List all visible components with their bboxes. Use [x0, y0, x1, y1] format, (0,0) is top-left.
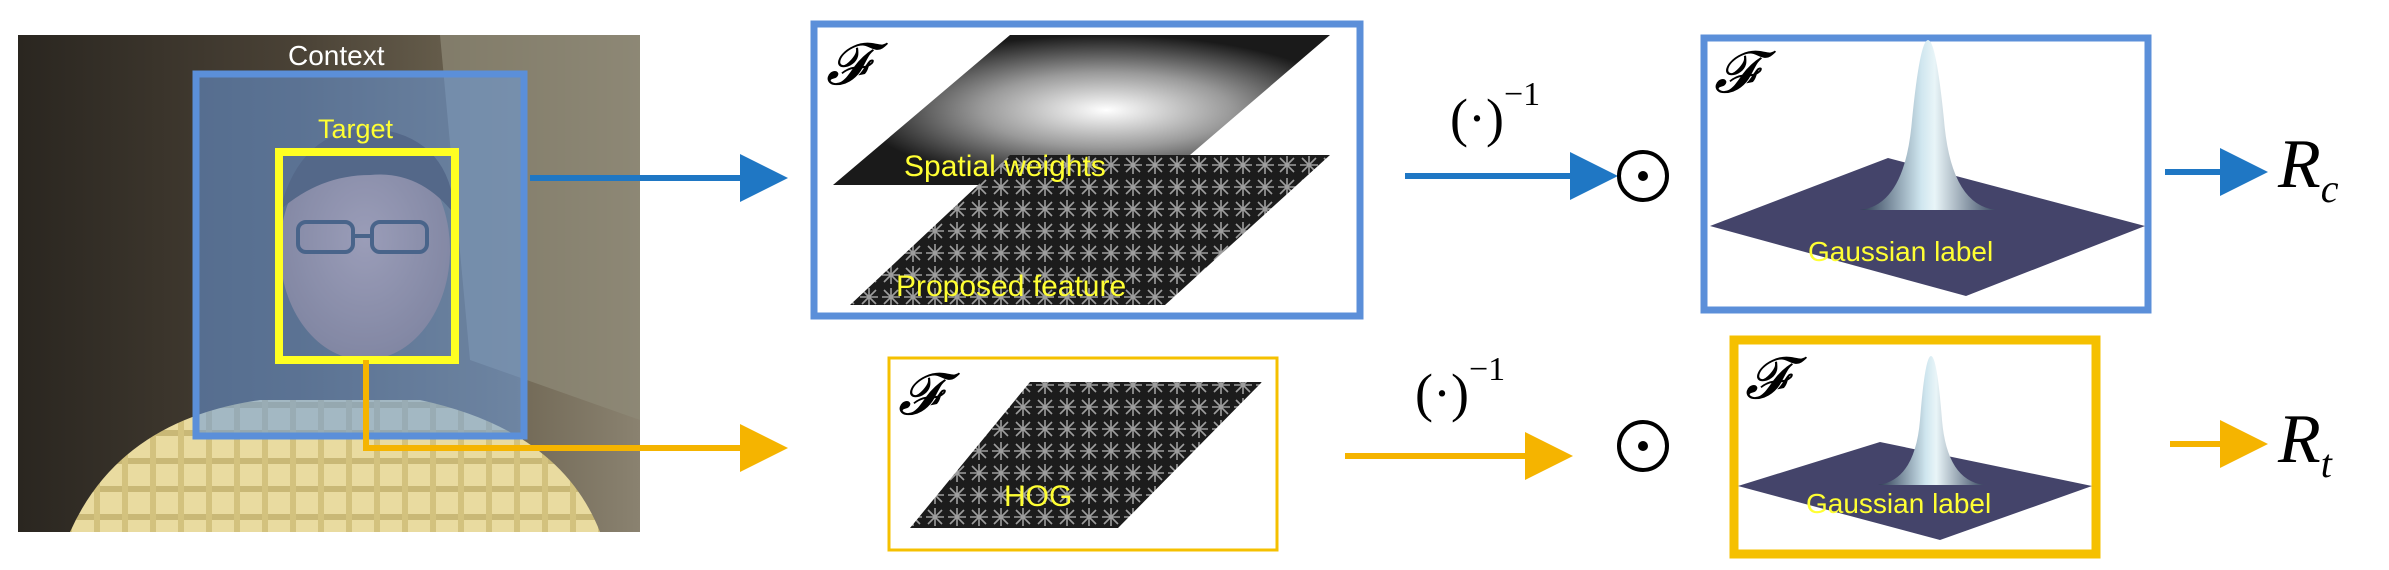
- elementwise-product-top-icon: [1617, 150, 1669, 202]
- hog-plane: [910, 382, 1262, 528]
- gaussian-plane-bottom: [1738, 442, 2092, 540]
- output-rt: Rt: [2278, 401, 2332, 486]
- elementwise-product-bottom-icon: [1617, 420, 1669, 472]
- fourier-symbol-top: 𝓕: [826, 32, 869, 97]
- gaussian-plane-top: [1710, 158, 2145, 296]
- inverse-operator-bottom: (·)−1: [1415, 351, 1506, 423]
- spatial-weights-plane: [833, 35, 1330, 185]
- hog-label: HOG: [1004, 480, 1073, 513]
- arrow-yellow-1: [363, 360, 788, 472]
- gaussian-peak-bottom: [1878, 356, 1984, 485]
- gaussian-label-bottom: Gaussian label: [1806, 488, 1992, 519]
- proposed-feature-plane: [850, 155, 1330, 305]
- context-box: [192, 70, 528, 440]
- output-rc-subscript: c: [2320, 166, 2339, 211]
- proposed-feature-label: Proposed feature: [896, 270, 1127, 303]
- gaussian-peak-top: [1860, 40, 1996, 210]
- output-rt-subscript: t: [2320, 441, 2332, 486]
- target-label: Target: [318, 114, 394, 144]
- spatial-weights-label: Spatial weights: [904, 150, 1106, 183]
- inverse-exponent-top: −1: [1503, 76, 1541, 113]
- gaussian-label-top: Gaussian label: [1808, 236, 1994, 267]
- inverse-operator-top: (·)−1: [1450, 76, 1541, 148]
- context-label: Context: [288, 40, 385, 71]
- fourier-symbol-gaussian-bottom: 𝓕: [1745, 346, 1788, 411]
- inverse-exponent-bottom: −1: [1468, 351, 1506, 388]
- output-rc: Rc: [2278, 126, 2339, 211]
- fourier-symbol-bottom: 𝓕: [898, 362, 941, 427]
- fourier-symbol-gaussian-top: 𝓕: [1714, 40, 1757, 105]
